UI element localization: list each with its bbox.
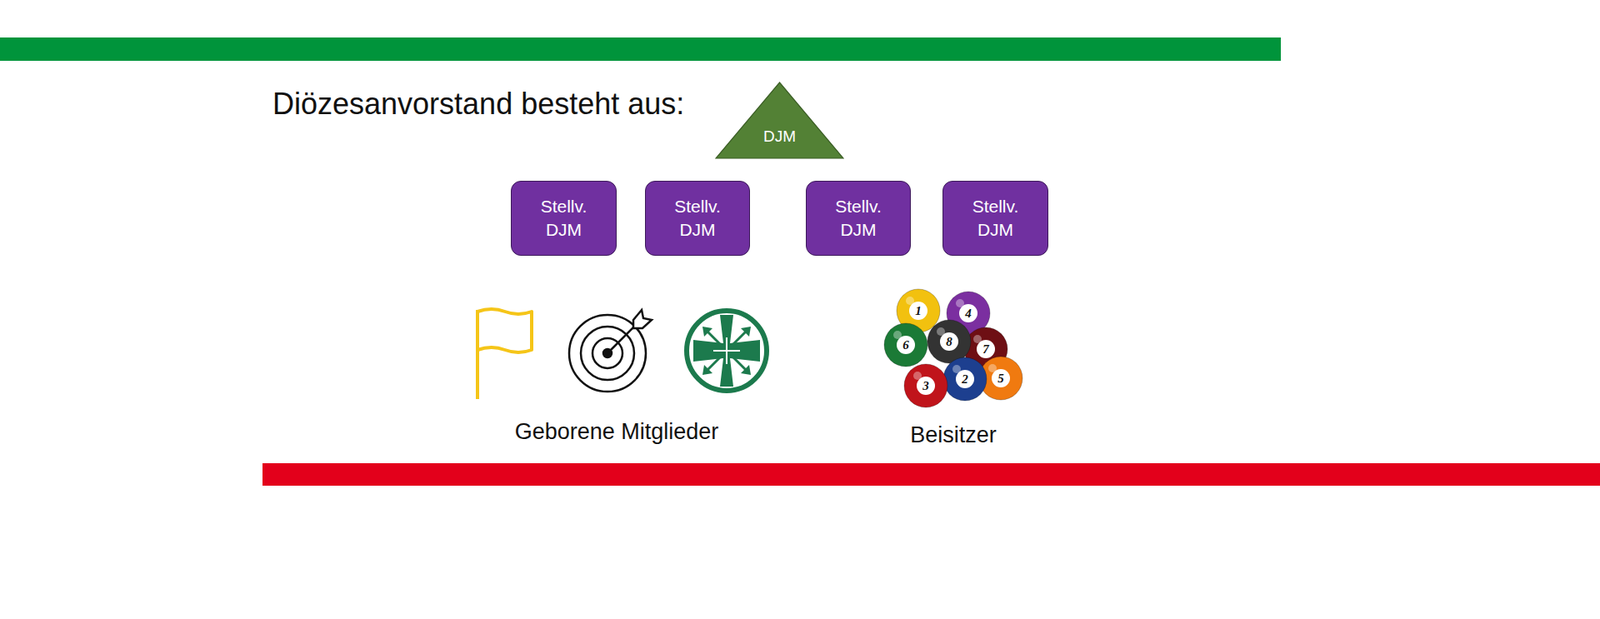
- role-box: Stellv. DJM: [805, 180, 911, 256]
- ball-number: 2: [955, 370, 975, 389]
- billiard-ball: [904, 364, 948, 408]
- ball-number: 6: [896, 335, 915, 355]
- triangle-shape: [715, 81, 845, 160]
- ball-number: 1: [909, 301, 928, 320]
- target-icon: [569, 310, 652, 392]
- ball-number: 3: [916, 376, 935, 395]
- billiard-ball: [884, 323, 928, 367]
- ball-number: 7: [976, 340, 995, 359]
- group-label: Beisitzer: [910, 422, 997, 449]
- billiard-ball: [927, 320, 971, 364]
- diagram-title: Diözesanvorstand besteht aus:: [272, 86, 685, 122]
- ball-number: 8: [940, 332, 959, 351]
- triangle-node: DJM: [715, 81, 845, 160]
- red-bar: [262, 463, 1600, 486]
- node-text: Stellv. DJM: [962, 195, 1030, 243]
- billiard-balls: [884, 289, 1023, 408]
- ball-number: 5: [991, 369, 1010, 388]
- group-label: Geborene Mitglieder: [515, 419, 720, 445]
- role-box: Stellv. DJM: [510, 180, 617, 256]
- node-text: Stellv. DJM: [825, 195, 892, 243]
- billiard-ball: [943, 357, 987, 401]
- role-box: Stellv. DJM: [942, 180, 1049, 256]
- green-bar: [0, 37, 1281, 61]
- node-text: Stellv. DJM: [530, 195, 598, 243]
- ball-number: 4: [959, 304, 978, 323]
- cross-emblem: [686, 310, 767, 391]
- flag-icon: [477, 309, 532, 400]
- node-text: DJM: [763, 125, 796, 148]
- role-box: Stellv. DJM: [645, 180, 750, 256]
- node-text: Stellv. DJM: [664, 195, 731, 243]
